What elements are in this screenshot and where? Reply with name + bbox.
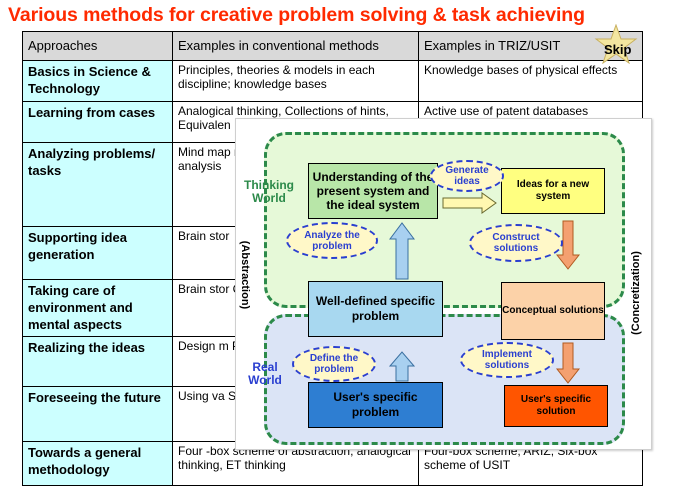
users-problem-box: User's specific problem <box>308 382 443 428</box>
understanding-box: Understanding of the present system and … <box>308 163 438 219</box>
arrow-down-lower <box>555 342 581 384</box>
approach-cell: Analyzing problems/ tasks <box>22 142 173 227</box>
arrow-down-upper <box>555 220 581 270</box>
arrow-up-lower <box>388 351 416 382</box>
define-problem-oval: Define the problem <box>292 346 376 382</box>
header-conventional: Examples in conventional methods <box>172 31 419 61</box>
arrow-up-upper <box>389 222 415 280</box>
arrow-right <box>442 192 497 214</box>
slide-title: Various methods for creative problem sol… <box>8 4 585 26</box>
implement-solutions-oval: Implement solutions <box>460 342 554 378</box>
conventional-cell: Principles, theories & models in each di… <box>172 60 419 102</box>
analyze-problem-oval: Analyze the problem <box>286 222 378 259</box>
approach-cell: Basics in Science & Technology <box>22 60 173 102</box>
table-row: Basics in Science & Technology Principle… <box>22 60 643 102</box>
skip-button[interactable]: Skip <box>594 23 638 65</box>
header-approaches: Approaches <box>22 31 173 61</box>
approach-cell: Taking care of environment and mental as… <box>22 279 173 337</box>
four-box-diagram: Thinking World Real World (Abstraction) … <box>235 118 652 450</box>
approach-cell: Towards a general methodology <box>22 441 173 486</box>
star-icon <box>594 23 638 65</box>
skip-label: Skip <box>604 42 632 57</box>
approach-cell: Learning from cases <box>22 101 173 143</box>
thinking-world-label: Thinking World <box>244 178 294 205</box>
well-defined-box: Well-defined specific problem <box>308 281 443 337</box>
users-solution-box: User's specific solution <box>504 385 608 427</box>
table-header-row: Approaches Examples in conventional meth… <box>22 31 643 61</box>
thinking-world-zone <box>264 132 625 308</box>
real-world-label: Real World <box>248 360 282 387</box>
diagram-arrows <box>388 192 581 384</box>
generate-ideas-oval: Generate ideas <box>430 160 504 192</box>
conceptual-box: Conceptual solutions <box>501 282 605 340</box>
triz-cell: Knowledge bases of physical effects <box>418 60 643 102</box>
approach-cell: Supporting idea generation <box>22 226 173 280</box>
ideas-box: Ideas for a new system <box>501 168 605 214</box>
construct-solutions-oval: Construct solutions <box>469 224 563 262</box>
approach-cell: Foreseeing the future <box>22 386 173 442</box>
approach-cell: Realizing the ideas <box>22 336 173 387</box>
